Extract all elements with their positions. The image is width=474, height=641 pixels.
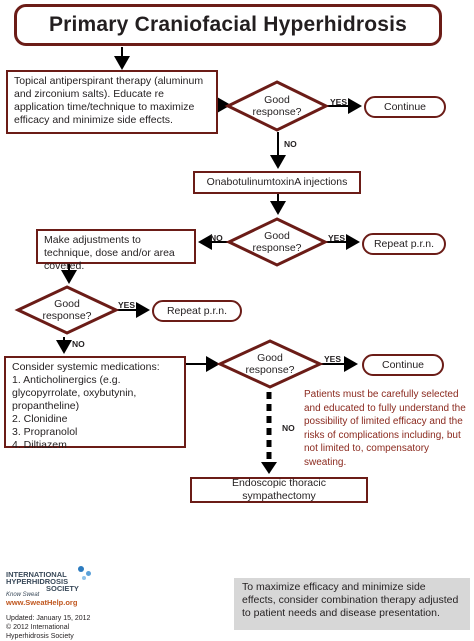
- logo-dot-icon: [82, 576, 86, 580]
- decision-diamond-2: [225, 217, 329, 267]
- decision-3-label: Good response?: [42, 298, 92, 322]
- step-topical-therapy: Topical antiperspirant therapy (aluminum…: [6, 70, 218, 134]
- caution-note: Patients must be carefully selected and …: [304, 389, 466, 468]
- logo-mark: INTERNATIONAL HYPERHIDROSIS SOCIETY: [6, 566, 102, 593]
- decision-diamond-3: [14, 285, 120, 335]
- decision-3-yes-label: YES: [118, 300, 136, 310]
- chart-title: Primary Craniofacial Hyperhidrosis: [14, 4, 442, 46]
- step-adjust-technique: Make adjustments to technique, dose and/…: [36, 229, 196, 272]
- logo-tagline: Know Sweat: [6, 592, 40, 598]
- outcome-continue-2: Continue: [362, 354, 444, 376]
- outcome-repeat-2: Repeat p.r.n.: [152, 300, 242, 322]
- society-logo: INTERNATIONAL HYPERHIDROSIS SOCIETY Know…: [6, 566, 102, 641]
- decision-3-no-label: NO: [72, 339, 85, 349]
- systemic-intro: Consider systemic medications:: [12, 361, 160, 373]
- decision-2-no-label: NO: [210, 233, 223, 243]
- systemic-item: 1. Anticholinergics (e.g. glycopyrrolate…: [12, 374, 137, 412]
- step-botox-injections: OnabotulinumtoxinA injections: [193, 171, 361, 194]
- decision-1-label: Good response?: [252, 94, 302, 118]
- outcome-repeat-1: Repeat p.r.n.: [362, 233, 446, 255]
- systemic-item: 3. Propranolol: [12, 426, 78, 438]
- updated-date: Updated: January 15, 2012: [6, 615, 91, 622]
- systemic-item: 2. Clonidine: [12, 413, 68, 425]
- decision-1-no-label: NO: [284, 139, 297, 149]
- decision-2-label: Good response?: [252, 230, 302, 254]
- combination-therapy-note: To maximize efficacy and minimize side e…: [234, 578, 470, 630]
- decision-4-no-label: NO: [282, 423, 295, 433]
- arrow-head-to-surgery: [261, 462, 277, 474]
- copyright: © 2012 International Hyperhidrosis Socie…: [6, 624, 74, 640]
- logo-line-2: HYPERHIDROSIS: [6, 577, 69, 586]
- logo-line-1: INTERNATIONAL: [6, 570, 67, 579]
- decision-diamond-4: [216, 339, 324, 389]
- decision-4-label: Good response?: [245, 352, 295, 376]
- outcome-continue-1: Continue: [364, 96, 446, 118]
- logo-dot-icon: [86, 571, 91, 576]
- logo-dot-icon: [78, 566, 84, 572]
- decision-2-yes-label: YES: [328, 233, 346, 243]
- step-systemic-medications: Consider systemic medications: 1. Antich…: [4, 356, 186, 451]
- decision-diamond-1: [224, 80, 330, 132]
- step-sympathectomy: Endoscopic thoracic sympathectomy: [190, 477, 368, 503]
- decision-1-yes-label: YES: [330, 97, 348, 107]
- logo-url: www.SweatHelp.org: [6, 598, 78, 607]
- systemic-item: 4. Diltiazem: [12, 439, 67, 451]
- decision-4-yes-label: YES: [324, 354, 342, 364]
- logo-line-3: SOCIETY: [46, 584, 79, 593]
